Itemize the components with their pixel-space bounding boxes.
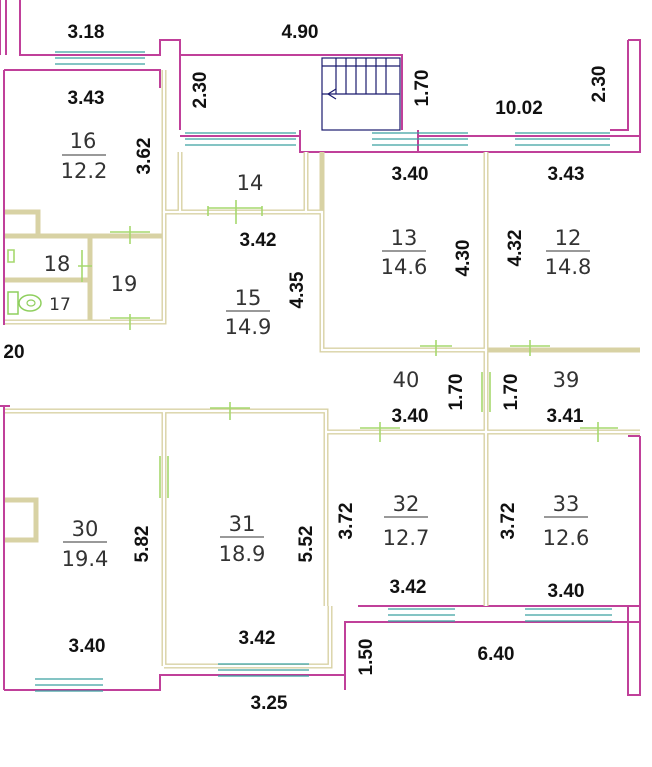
exterior-walls [0, 0, 641, 696]
dim-3-41: 3.41 [547, 406, 584, 427]
dim-4-35: 4.35 [287, 271, 308, 308]
dim-2-30-right: 2.30 [589, 66, 610, 103]
toilet-icon [7, 291, 42, 315]
room-12-area: 14.8 [545, 255, 592, 279]
dim-20: 20 [3, 342, 24, 363]
interior-walls [5, 70, 640, 669]
dim-3-40-mid: 3.40 [392, 406, 429, 427]
room-labels: 16 12.2 14 13 14.6 12 14.8 15 14.9 18 19… [44, 129, 592, 571]
room-30-number: 30 [72, 517, 99, 541]
room-13-number: 13 [391, 226, 418, 250]
dim-5-82: 5.82 [132, 526, 153, 563]
room-15-number: 15 [235, 286, 262, 310]
dim-1-70-a: 1.70 [446, 374, 467, 411]
window [388, 608, 455, 622]
room-39-number: 39 [553, 368, 580, 392]
dim-3-42-bottom: 3.42 [390, 577, 427, 598]
window [55, 51, 145, 65]
room-32-number: 32 [393, 492, 420, 516]
room-13-area: 14.6 [381, 255, 428, 279]
window [525, 608, 612, 622]
room-16-area: 12.2 [61, 159, 108, 183]
dim-2-30-left: 2.30 [190, 72, 211, 109]
room-31-number: 31 [229, 512, 256, 536]
windows [35, 51, 612, 692]
dim-3-72-a: 3.72 [336, 503, 357, 540]
room-19-number: 19 [111, 272, 138, 296]
dim-4-30: 4.30 [453, 240, 474, 277]
room-30-area: 19.4 [62, 547, 109, 571]
room-33-area: 12.6 [543, 526, 590, 550]
window [372, 132, 468, 146]
room-40-number: 40 [393, 368, 420, 392]
room-14-number: 14 [237, 171, 264, 195]
dim-3-40-room33: 3.40 [548, 581, 585, 602]
room-18-number: 18 [44, 252, 71, 276]
dim-1-50: 1.50 [356, 639, 377, 676]
room-15-area: 14.9 [225, 315, 272, 339]
dim-1-70-b: 1.70 [501, 374, 522, 411]
dim-3-43-top: 3.43 [68, 88, 105, 109]
doors [7, 200, 618, 498]
staircase [321, 57, 401, 131]
dim-5-52: 5.52 [296, 526, 317, 563]
dim-4-32: 4.32 [505, 230, 526, 267]
window [515, 132, 610, 146]
dim-3-25: 3.25 [251, 693, 288, 714]
dim-6-40: 6.40 [478, 644, 515, 665]
room-31-area: 18.9 [219, 542, 266, 566]
window [35, 678, 103, 692]
dim-4-90: 4.90 [282, 22, 319, 43]
dim-10-02: 10.02 [495, 98, 543, 119]
room-16-number: 16 [70, 129, 97, 153]
window [218, 663, 309, 677]
window [185, 132, 296, 146]
dim-1-70-stair: 1.70 [412, 70, 433, 107]
dim-3-72-b: 3.72 [498, 503, 519, 540]
dimension-labels: 3.18 4.90 3.43 2.30 1.70 10.02 2.30 3.62… [3, 22, 610, 714]
dim-3-62: 3.62 [134, 138, 155, 175]
dim-3-42-room31: 3.42 [239, 628, 276, 649]
room-33-number: 33 [553, 492, 580, 516]
dim-3-40-room30: 3.40 [69, 636, 106, 657]
room-17-number: 17 [49, 295, 71, 315]
dim-3-40-room13: 3.40 [392, 164, 429, 185]
dim-3-18: 3.18 [68, 22, 105, 43]
dim-3-42-room15: 3.42 [240, 230, 277, 251]
dim-3-43-room12: 3.43 [548, 164, 585, 185]
room-12-number: 12 [555, 226, 582, 250]
room-32-area: 12.7 [383, 526, 430, 550]
